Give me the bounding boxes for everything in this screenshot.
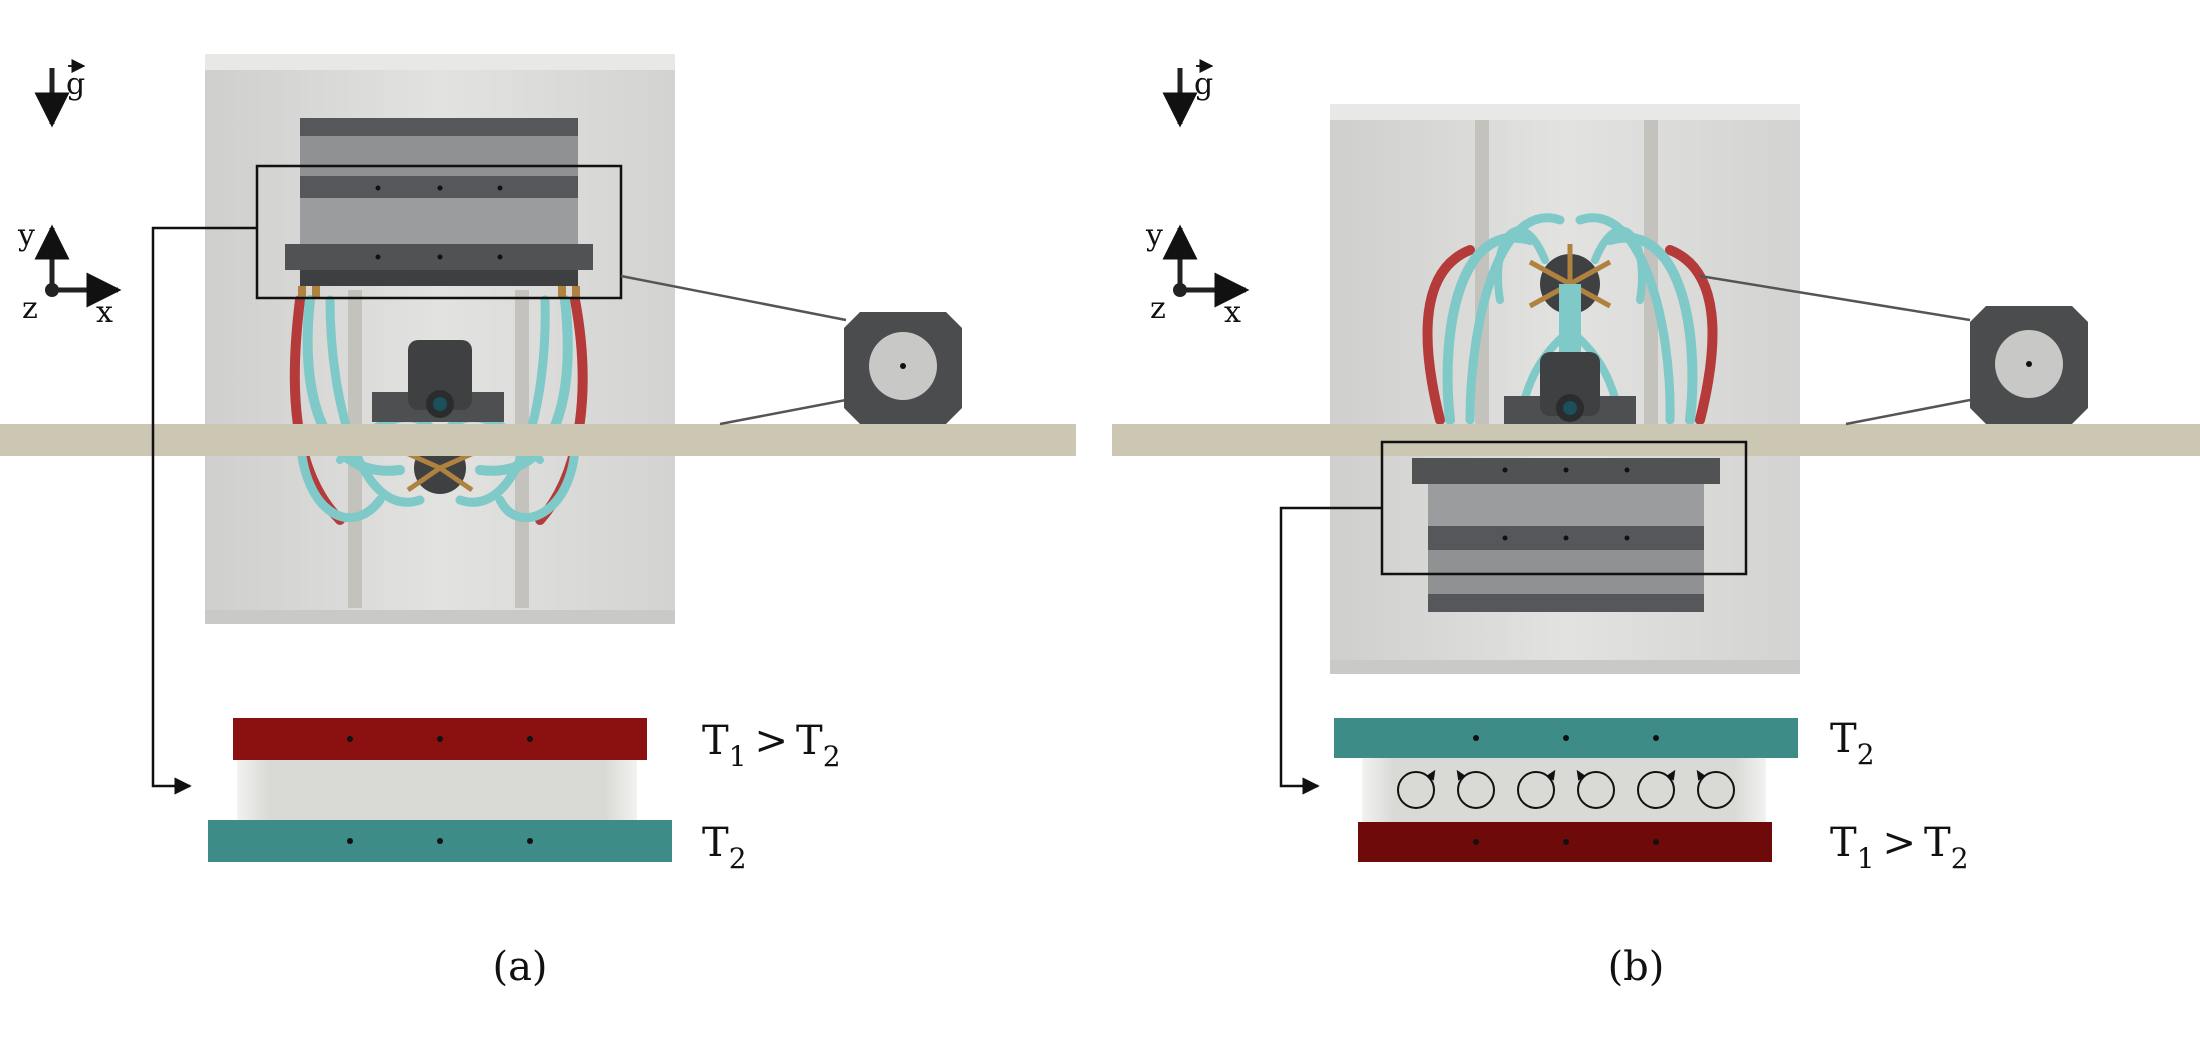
electrode-stack — [1412, 458, 1720, 612]
hot-temp-label: T1>T2 — [702, 718, 841, 773]
zoom-leader-arrow — [151, 226, 257, 795]
fluid-layer — [237, 760, 637, 820]
axis-y-label: y — [17, 218, 35, 253]
electrode-stack — [285, 118, 593, 298]
gravity-indicator: g — [1162, 59, 1214, 128]
housing-bottom-edge — [205, 610, 675, 624]
hot-temp-label: T1>T2 — [1830, 820, 1969, 875]
zoom-cell — [208, 718, 672, 862]
camera — [620, 274, 962, 426]
caption-a: (a) — [492, 944, 547, 990]
convection-rolls — [1397, 769, 1735, 809]
cold-temp-label: T2 — [702, 820, 747, 875]
panel-a: g y x z — [0, 54, 1076, 990]
gravity-indicator: g — [34, 59, 86, 128]
coordinate-axes: y x z — [17, 218, 122, 330]
zoom-leader-arrow — [1279, 506, 1382, 795]
housing-top-edge — [1330, 104, 1800, 120]
fluid-layer — [1362, 758, 1766, 822]
axis-x-label: x — [96, 295, 113, 330]
housing-bottom-edge — [1330, 660, 1800, 674]
highlight-box — [255, 164, 623, 300]
gravity-label: g — [1194, 67, 1213, 102]
central-fitting — [1504, 244, 1636, 424]
axis-y-label: y — [1145, 218, 1163, 253]
panel-b: g y x z — [1112, 59, 2200, 990]
camera — [1699, 274, 2088, 426]
cold-temp-label: T2 — [1830, 716, 1875, 771]
ground-bar — [0, 424, 1076, 456]
caption-b: (b) — [1608, 944, 1665, 990]
zoom-cell — [1334, 718, 1798, 862]
axis-x-label: x — [1224, 295, 1241, 330]
axis-z-label: z — [22, 291, 38, 326]
support-rod-left — [1475, 120, 1489, 424]
gravity-label: g — [66, 67, 85, 102]
coordinate-axes: y x z — [1145, 218, 1250, 330]
housing-top-edge — [205, 54, 675, 70]
ground-bar — [1112, 424, 2200, 456]
tubing — [289, 295, 588, 525]
axis-z-label: z — [1150, 291, 1166, 326]
